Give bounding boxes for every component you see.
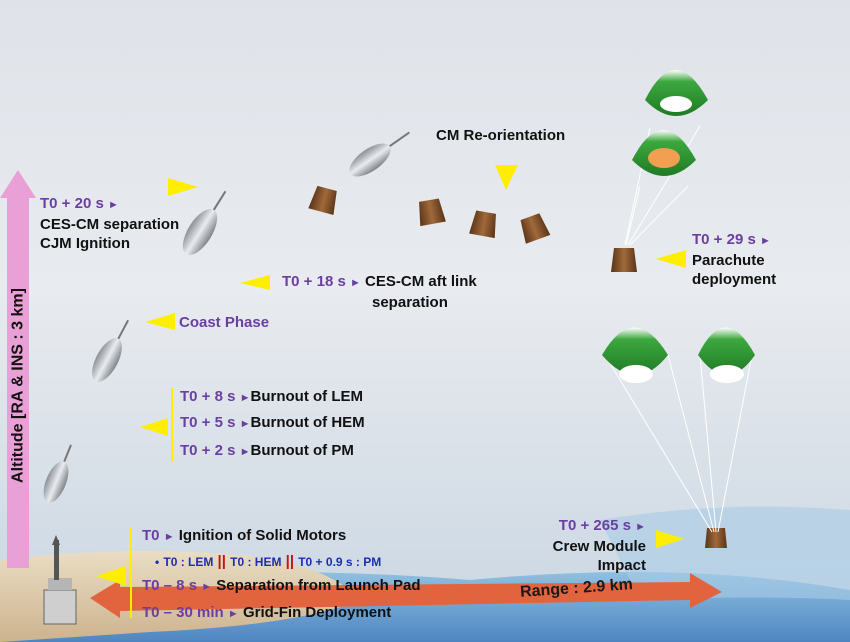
gridfin-label: T0 – 30 min ► Grid-Fin Deployment bbox=[142, 603, 391, 624]
ces-cm-sep-time: T0 + 20 s bbox=[40, 195, 104, 212]
ign-lem: T0 : LEM bbox=[163, 555, 214, 569]
aft-link-line2: separation bbox=[372, 294, 448, 311]
capsule-6 bbox=[705, 528, 727, 548]
rocket-stage-2 bbox=[92, 319, 130, 382]
impact-label: T0 + 265 s ► Crew Module Impact bbox=[536, 516, 646, 575]
pointer-coast bbox=[145, 313, 175, 330]
aft-link-line1: CES-CM aft link bbox=[365, 273, 477, 290]
pointer-glyph: ► bbox=[107, 199, 119, 211]
bullet-glyph: • bbox=[155, 555, 160, 569]
pointer-glyph: ► bbox=[239, 446, 251, 458]
ces-cm-sep-line1: CES-CM separation bbox=[40, 216, 180, 233]
aft-link-label: T0 + 18 s ► CES-CM aft link separation bbox=[282, 272, 477, 312]
burnout-pm-label: T0 + 2 s ►Burnout of PM bbox=[180, 441, 354, 462]
ignition-detail: • T0 : LEM || T0 : HEM || T0 + 0.9 s : P… bbox=[155, 552, 381, 572]
pointer-reorientation bbox=[495, 165, 518, 190]
ign-separator-1: || bbox=[217, 553, 226, 570]
pointer-glyph: ► bbox=[239, 418, 251, 430]
altitude-arrow-shape bbox=[0, 170, 36, 568]
ignition-time: T0 bbox=[142, 527, 160, 544]
ign-pm: T0 + 0.9 s : PM bbox=[298, 555, 382, 569]
parachute-time: T0 + 29 s bbox=[692, 231, 756, 248]
ces-cm-separation-label: T0 + 20 s ► CES-CM separation CJM Igniti… bbox=[40, 194, 179, 253]
aft-link-time: T0 + 18 s bbox=[282, 273, 346, 290]
ignition-text: Ignition of Solid Motors bbox=[178, 527, 347, 544]
escape-system bbox=[349, 131, 410, 177]
launch-pad-graphic bbox=[43, 535, 77, 625]
burnout-pm-time: T0 + 2 s bbox=[180, 442, 236, 459]
impact-time: T0 + 265 s bbox=[558, 517, 631, 534]
pointer-glyph: ► bbox=[227, 608, 239, 620]
burnout-lem-text: Burnout of LEM bbox=[250, 388, 363, 405]
ign-separator-2: || bbox=[285, 553, 295, 570]
pointer-glyph: ► bbox=[635, 521, 646, 533]
yellow-pointers bbox=[96, 165, 686, 586]
capsule-2 bbox=[419, 198, 446, 227]
drogue-parachutes bbox=[624, 70, 708, 246]
burnout-lem-time: T0 + 8 s bbox=[180, 388, 236, 405]
burnout-hem-label: T0 + 5 s ►Burnout of HEM bbox=[180, 413, 365, 434]
range-arrow-shape bbox=[90, 573, 722, 618]
pointer-glyph: ► bbox=[163, 531, 175, 543]
pointer-impact bbox=[656, 530, 684, 548]
rocket-stage-1 bbox=[43, 444, 72, 503]
altitude-axis-label: Altitude [RA & INS : 3 km] bbox=[9, 288, 27, 483]
capsule-3 bbox=[469, 210, 496, 239]
pad-sep-time: T0 – 8 s bbox=[142, 577, 198, 594]
pointer-launch bbox=[96, 566, 126, 586]
parachute-label: T0 + 29 s ► Parachute deployment bbox=[692, 230, 776, 289]
gridfin-time: T0 – 30 min bbox=[142, 604, 224, 621]
coast-phase-label: Coast Phase bbox=[179, 314, 270, 331]
ces-cm-sep-line2: CJM Ignition bbox=[40, 235, 130, 252]
rocket-stage-3 bbox=[182, 190, 227, 255]
pointer-parachute bbox=[656, 250, 686, 268]
ign-hem: T0 : HEM bbox=[230, 555, 282, 569]
pointer-glyph: ► bbox=[349, 277, 361, 289]
main-parachutes bbox=[602, 327, 755, 533]
pad-sep-text: Separation from Launch Pad bbox=[216, 577, 421, 594]
burnout-hem-text: Burnout of HEM bbox=[250, 414, 365, 431]
reorientation-label: CM Re-orientation bbox=[436, 127, 566, 144]
gridfin-text: Grid-Fin Deployment bbox=[242, 604, 392, 621]
pointer-glyph: ► bbox=[239, 392, 251, 404]
impact-line1: Crew Module bbox=[552, 538, 646, 555]
parachute-line1: Parachute bbox=[692, 252, 765, 269]
pad-separation-label: T0 – 8 s ► Separation from Launch Pad bbox=[142, 576, 420, 597]
burnout-pm-text: Burnout of PM bbox=[250, 442, 354, 459]
capsule-4 bbox=[520, 213, 551, 244]
pointer-glyph: ► bbox=[759, 235, 771, 247]
sea-right bbox=[600, 506, 850, 600]
pointer-aft-link bbox=[240, 275, 270, 290]
parachute-line2: deployment bbox=[692, 271, 777, 288]
capsule-1 bbox=[308, 185, 337, 215]
burnout-lem-label: T0 + 8 s ►Burnout of LEM bbox=[180, 387, 363, 408]
pointer-burnout bbox=[140, 418, 168, 436]
ignition-label: T0 ► Ignition of Solid Motors bbox=[142, 526, 346, 547]
impact-line2: Impact bbox=[597, 557, 646, 574]
capsule-5 bbox=[611, 248, 637, 272]
pointer-ces-cm bbox=[168, 178, 198, 196]
burnout-hem-time: T0 + 5 s bbox=[180, 414, 236, 431]
pointer-glyph: ► bbox=[201, 581, 213, 593]
